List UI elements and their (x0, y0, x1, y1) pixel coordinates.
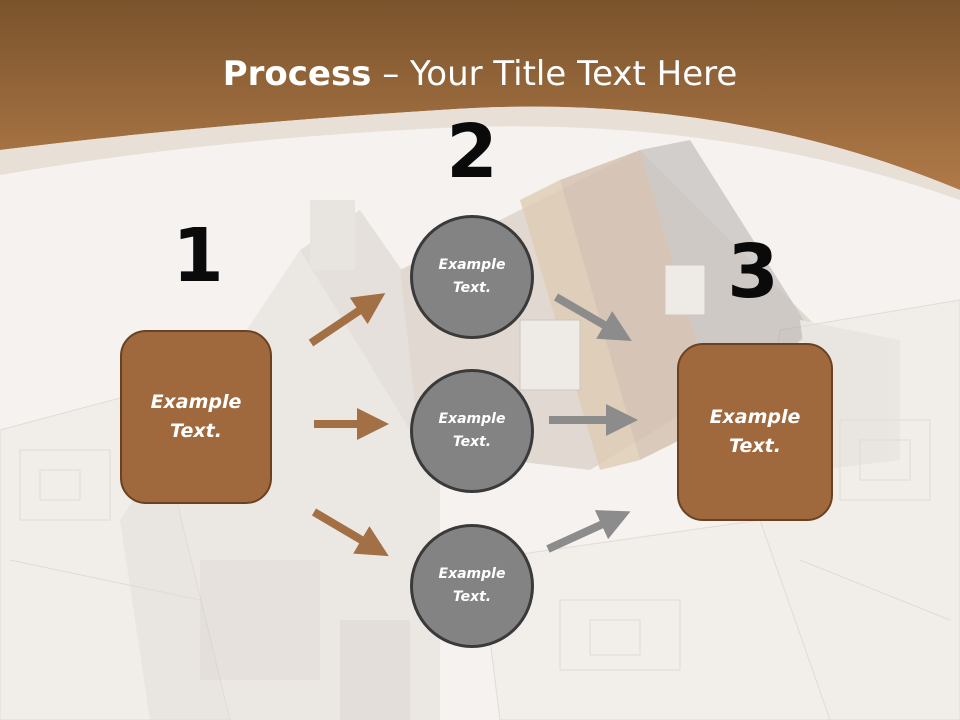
step-number-3: 3 (727, 229, 779, 315)
step-number-2: 2 (446, 109, 498, 195)
header-swoosh (0, 106, 960, 200)
slide-title: Process – Your Title Text Here (0, 52, 960, 96)
step-3-box-label: Example Text. (709, 406, 801, 457)
circle-middle-label: Example Text. (438, 411, 506, 450)
arrow-box-to-circle-top (308, 293, 386, 347)
title-rest: – Your Title Text Here (371, 54, 738, 94)
step-1-box-label: Example Text. (150, 391, 242, 442)
step-2-circle-top[interactable]: Example Text. (410, 215, 534, 339)
arrow-circle-bottom-to-box (546, 510, 631, 553)
arrow-circle-top-to-box (553, 293, 632, 342)
title-bold: Process (222, 54, 372, 94)
step-3-box[interactable]: Example Text. (677, 343, 833, 521)
arrow-box-to-circle-bottom (311, 508, 389, 557)
step-1-box[interactable]: Example Text. (120, 330, 272, 504)
step-number-1: 1 (172, 213, 224, 299)
circle-bottom-label: Example Text. (438, 566, 506, 605)
step-2-circle-bottom[interactable]: Example Text. (410, 524, 534, 648)
circle-top-label: Example Text. (438, 257, 506, 296)
step-2-circle-middle[interactable]: Example Text. (410, 369, 534, 493)
header-band (0, 0, 960, 190)
